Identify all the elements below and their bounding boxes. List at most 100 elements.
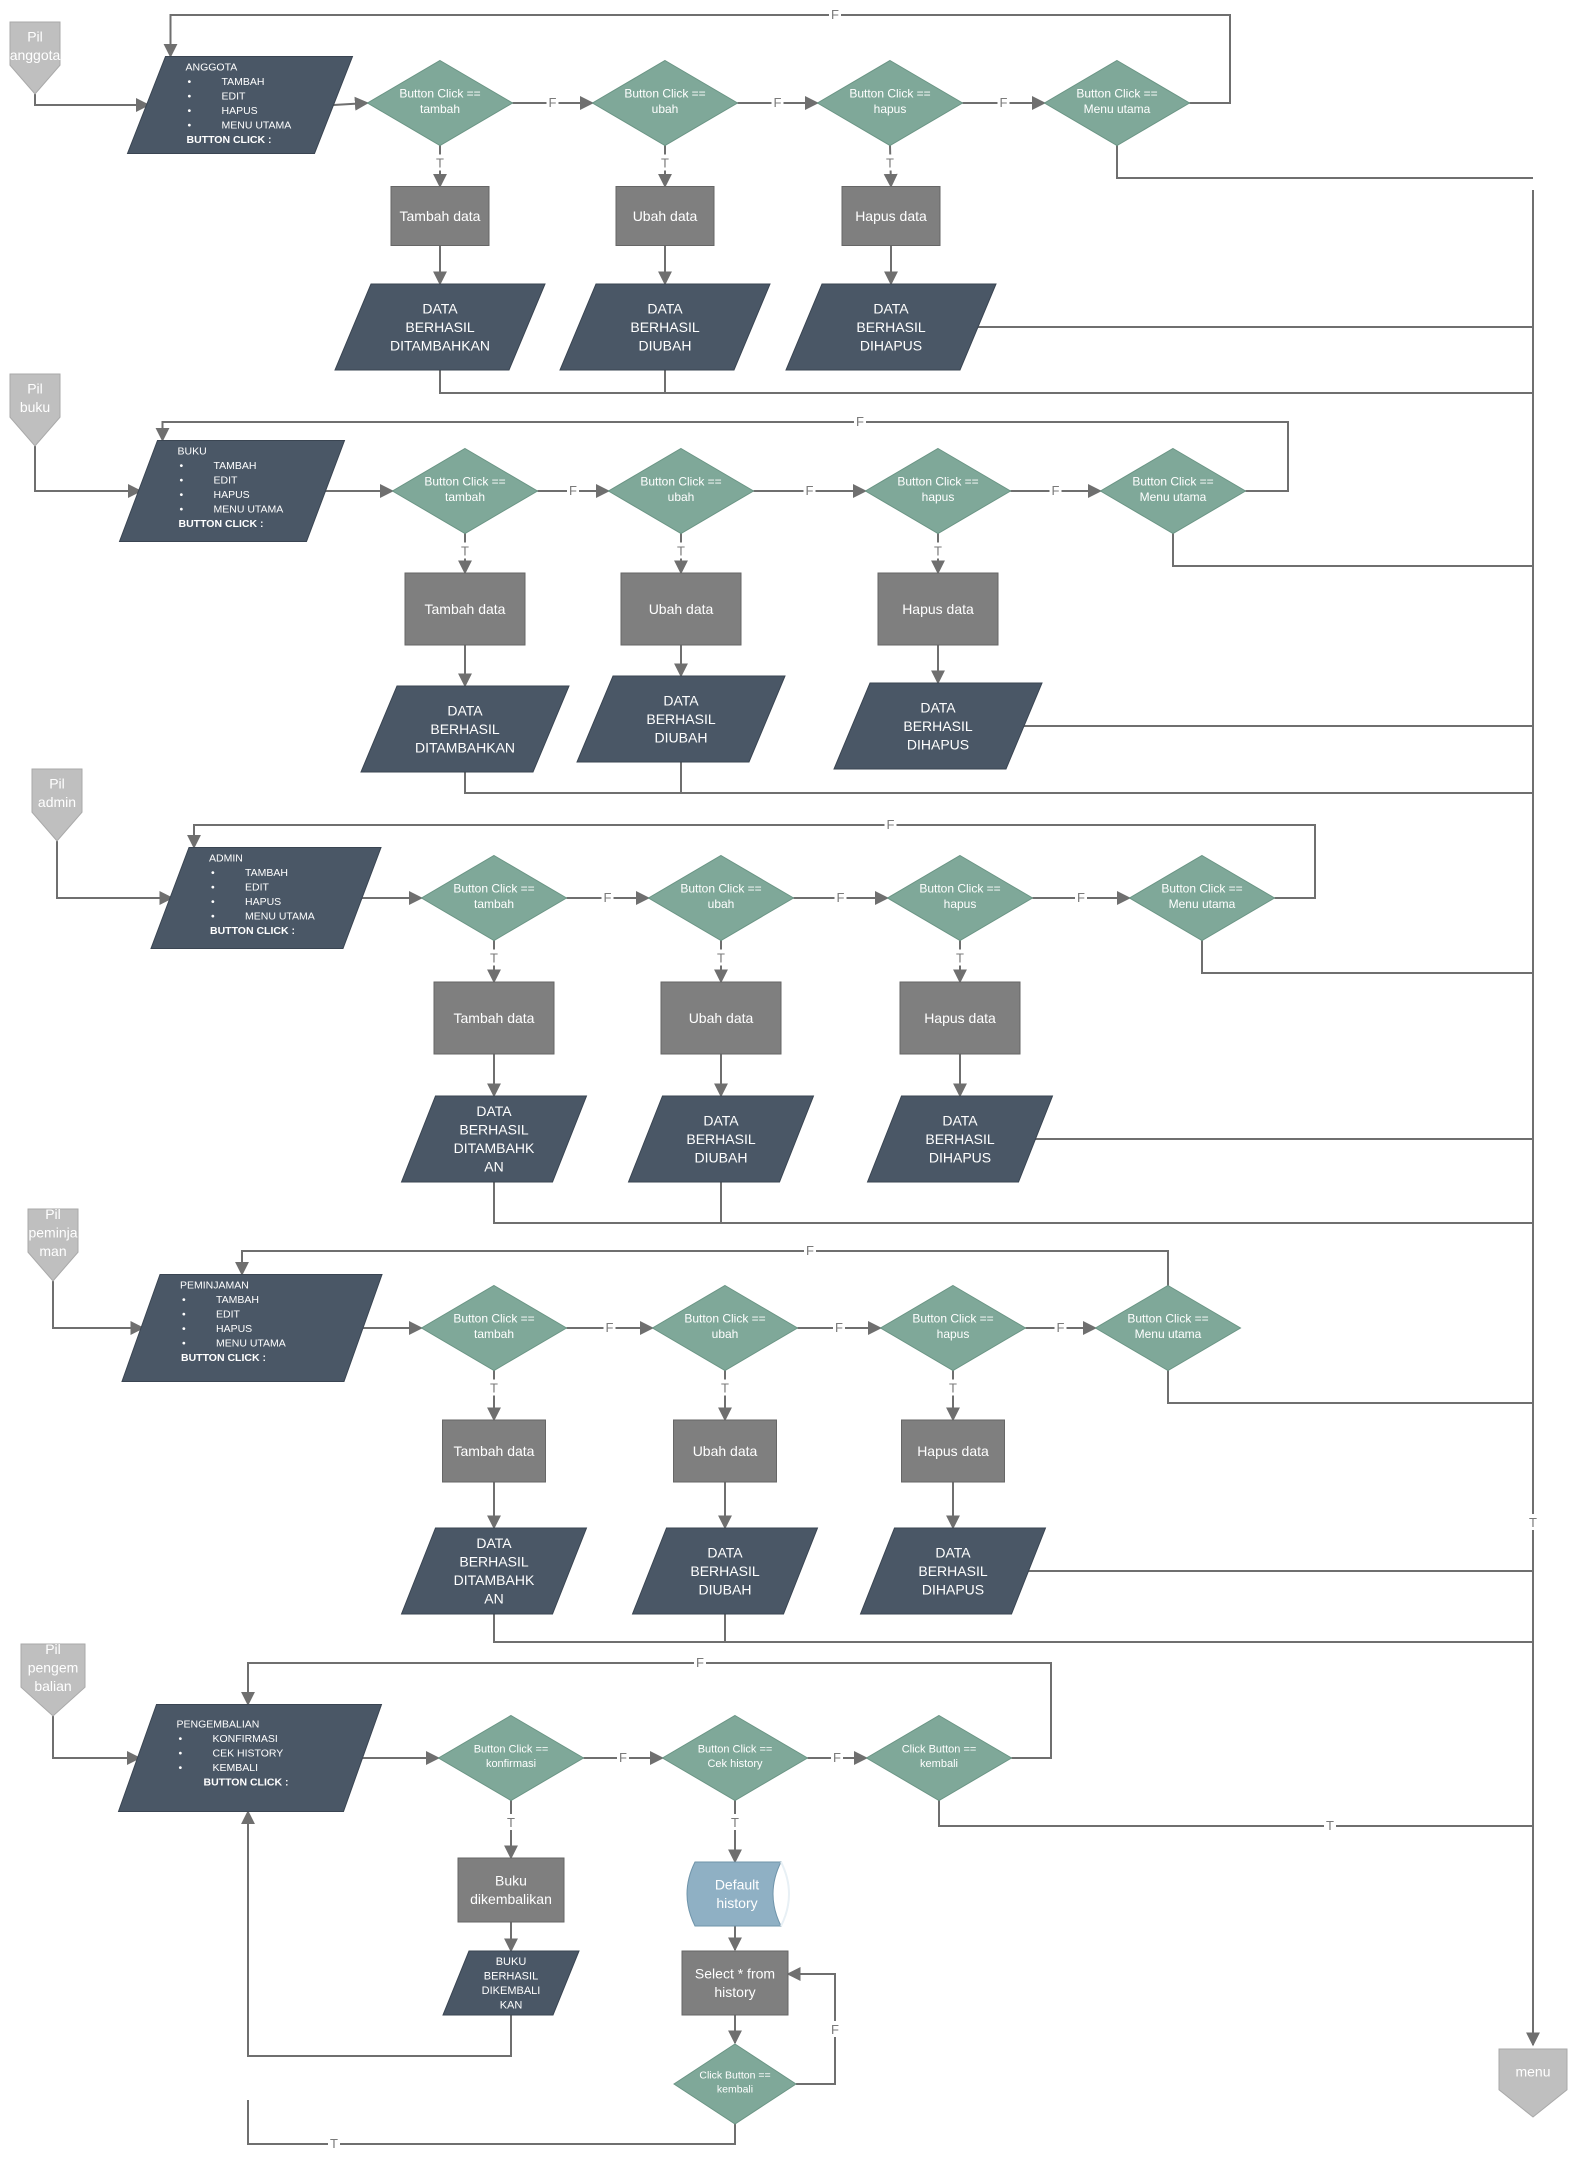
menu-box-buku — [118, 440, 346, 542]
menu-item-pengembalian-1: CEK HISTORY — [213, 1748, 284, 1760]
decision-buku-0 — [391, 447, 539, 535]
edge-connector-pengembalian — [52, 1716, 141, 1765]
process-anggota-2-label: Hapus data — [855, 208, 927, 224]
decision-anggota-0-label: Button Click ==tambah — [399, 86, 480, 116]
label-false-anggota-2-bg — [997, 94, 1010, 110]
label-loop-true-pengembalian: T — [330, 2136, 338, 2151]
label-false-anggota-0-bg — [546, 94, 559, 110]
offpage-connector-peminjaman — [27, 1208, 79, 1282]
menu-bullet: • — [179, 1748, 183, 1760]
process-anggota-2 — [841, 186, 941, 246]
label-true-peminjaman-1: T — [721, 1381, 729, 1396]
edge-out0-anggota — [439, 370, 1533, 394]
label-loop-false-pengembalian-bg — [829, 2021, 841, 2037]
stored-data-pengembalian — [686, 1861, 782, 1927]
decision-buku-0-label: Button Click ==tambah — [424, 474, 505, 504]
edge-exit-peminjaman — [1167, 1370, 1533, 1404]
menu-box-pengembalian — [117, 1704, 383, 1812]
decision-buku-1-label: Button Click ==ubah — [640, 474, 721, 504]
output-buku-2 — [833, 682, 1043, 770]
process-peminjaman-2-label: Hapus data — [917, 1443, 989, 1459]
menu-bullet: • — [179, 1762, 183, 1774]
menu-title-peminjaman: PEMINJAMAN — [180, 1280, 249, 1292]
label-true-admin-1: T — [717, 951, 725, 966]
menu-item-anggota-2: HAPUS — [222, 105, 258, 117]
edge-out0-peminjaman — [493, 1614, 1533, 1643]
decision-peminjaman-1-label: Button Click ==ubah — [684, 1311, 765, 1341]
label-false-anggota-1-bg — [771, 94, 784, 110]
label-loop-buku: F — [856, 414, 864, 429]
process-peminjaman-1 — [673, 1419, 777, 1483]
decision-pengembalian-2-label: Click Button ==kembali — [902, 1744, 977, 1771]
label-true-buku-2: T — [934, 544, 942, 559]
output-buku-0 — [360, 685, 570, 773]
menu-box-anggota — [126, 56, 354, 154]
edge-back-pengembalian — [241, 1810, 512, 2057]
label-false-buku-0-bg — [567, 482, 579, 498]
process-peminjaman-0 — [442, 1419, 546, 1483]
process-admin-0-label: Tambah data — [454, 1010, 535, 1026]
label-true-peminjaman-0-bg — [488, 1379, 500, 1396]
process-anggota-1-label: Ubah data — [633, 208, 698, 224]
label-false-peminjaman-0-bg — [603, 1319, 616, 1335]
decision-admin-1 — [647, 854, 795, 942]
process-buku-1 — [620, 572, 742, 646]
label-true-pengembalian-0-bg — [505, 1814, 517, 1830]
menu-item-pengembalian-0: KONFIRMASI — [213, 1733, 278, 1745]
decision-peminjaman-2 — [879, 1284, 1027, 1372]
menu-footer-admin: BUTTON CLICK : — [210, 925, 295, 937]
menu-bullet: • — [182, 1338, 186, 1350]
edge-connector-buku — [34, 446, 142, 498]
decision-peminjaman-2-label: Button Click ==hapus — [912, 1311, 993, 1341]
menu-item-buku-2: HAPUS — [214, 489, 250, 501]
offpage-connector-menu — [1498, 2048, 1568, 2118]
decision-anggota-1-label: Button Click ==ubah — [624, 86, 705, 116]
connector-lines — [34, 14, 1540, 2145]
menu-bullet: • — [211, 911, 215, 923]
edge-menu-anggota — [333, 96, 369, 111]
decision-anggota-2-label: Button Click ==hapus — [849, 86, 930, 116]
decision-anggota-3 — [1043, 59, 1191, 147]
label-true-pengembalian-0: T — [507, 1815, 515, 1830]
query-pengembalian — [681, 1950, 789, 2016]
menu-bullet: • — [182, 1294, 186, 1306]
menu-item-peminjaman-2: HAPUS — [216, 1323, 252, 1335]
menu-bullet: • — [188, 76, 192, 88]
menu-footer-peminjaman: BUTTON CLICK : — [181, 1352, 266, 1364]
label-false-pengembalian-1-bg — [831, 1749, 843, 1765]
edge-exit-buku — [1172, 533, 1533, 567]
offpage-connector-buku — [9, 373, 61, 447]
label-loop-true-pengembalian-bg — [328, 2135, 340, 2151]
label-false-admin-0: F — [604, 890, 612, 905]
output-admin-2 — [866, 1095, 1054, 1183]
menu-box-admin — [150, 847, 382, 949]
decision-loop-pengembalian — [673, 2043, 797, 2125]
decision-buku-2 — [864, 447, 1012, 535]
label-loop-peminjaman-bg — [804, 1242, 816, 1258]
process-pengembalian — [457, 1857, 565, 1923]
label-false-admin-2-bg — [1075, 889, 1087, 905]
label-true-buku-2-bg — [932, 542, 944, 559]
edge-out0-admin — [493, 1182, 1533, 1224]
label-loop-pengembalian: F — [696, 1655, 704, 1670]
label-false-anggota-2: F — [1000, 95, 1008, 110]
label-false-pengembalian-1: F — [833, 1750, 841, 1765]
menu-box-peminjaman — [121, 1274, 383, 1382]
edge-loop-anggota — [163, 14, 1231, 104]
label-true-anggota-0: T — [436, 156, 444, 171]
process-peminjaman-0-label: Tambah data — [454, 1443, 535, 1459]
menu-item-admin-2: HAPUS — [245, 896, 281, 908]
